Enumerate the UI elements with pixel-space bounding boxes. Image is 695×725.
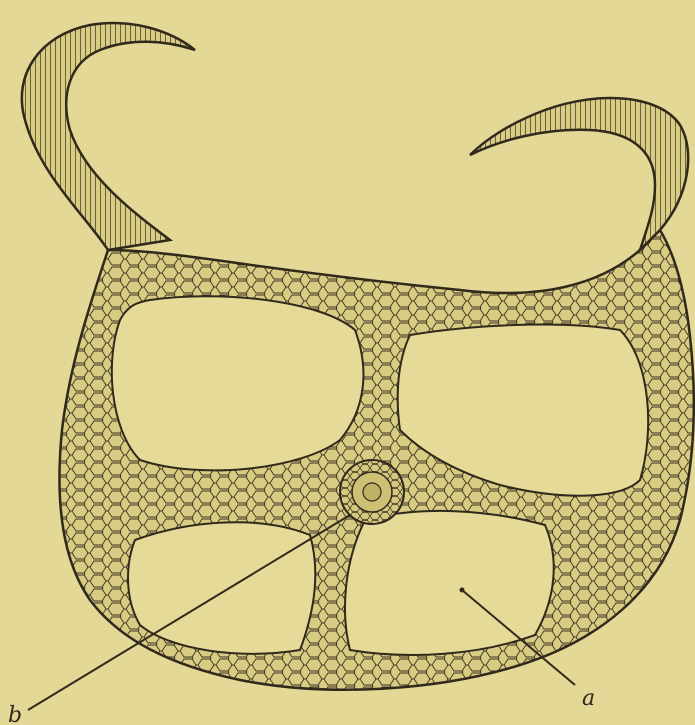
label-b: b (8, 703, 22, 725)
left-horn (22, 23, 195, 250)
right-horn (470, 98, 688, 250)
cavity-upper-left (112, 296, 364, 470)
label-a: a (582, 686, 595, 711)
cavity-lower-left (128, 522, 315, 654)
pointer-dot-a (460, 588, 465, 593)
cavity-lower-right (345, 511, 554, 655)
